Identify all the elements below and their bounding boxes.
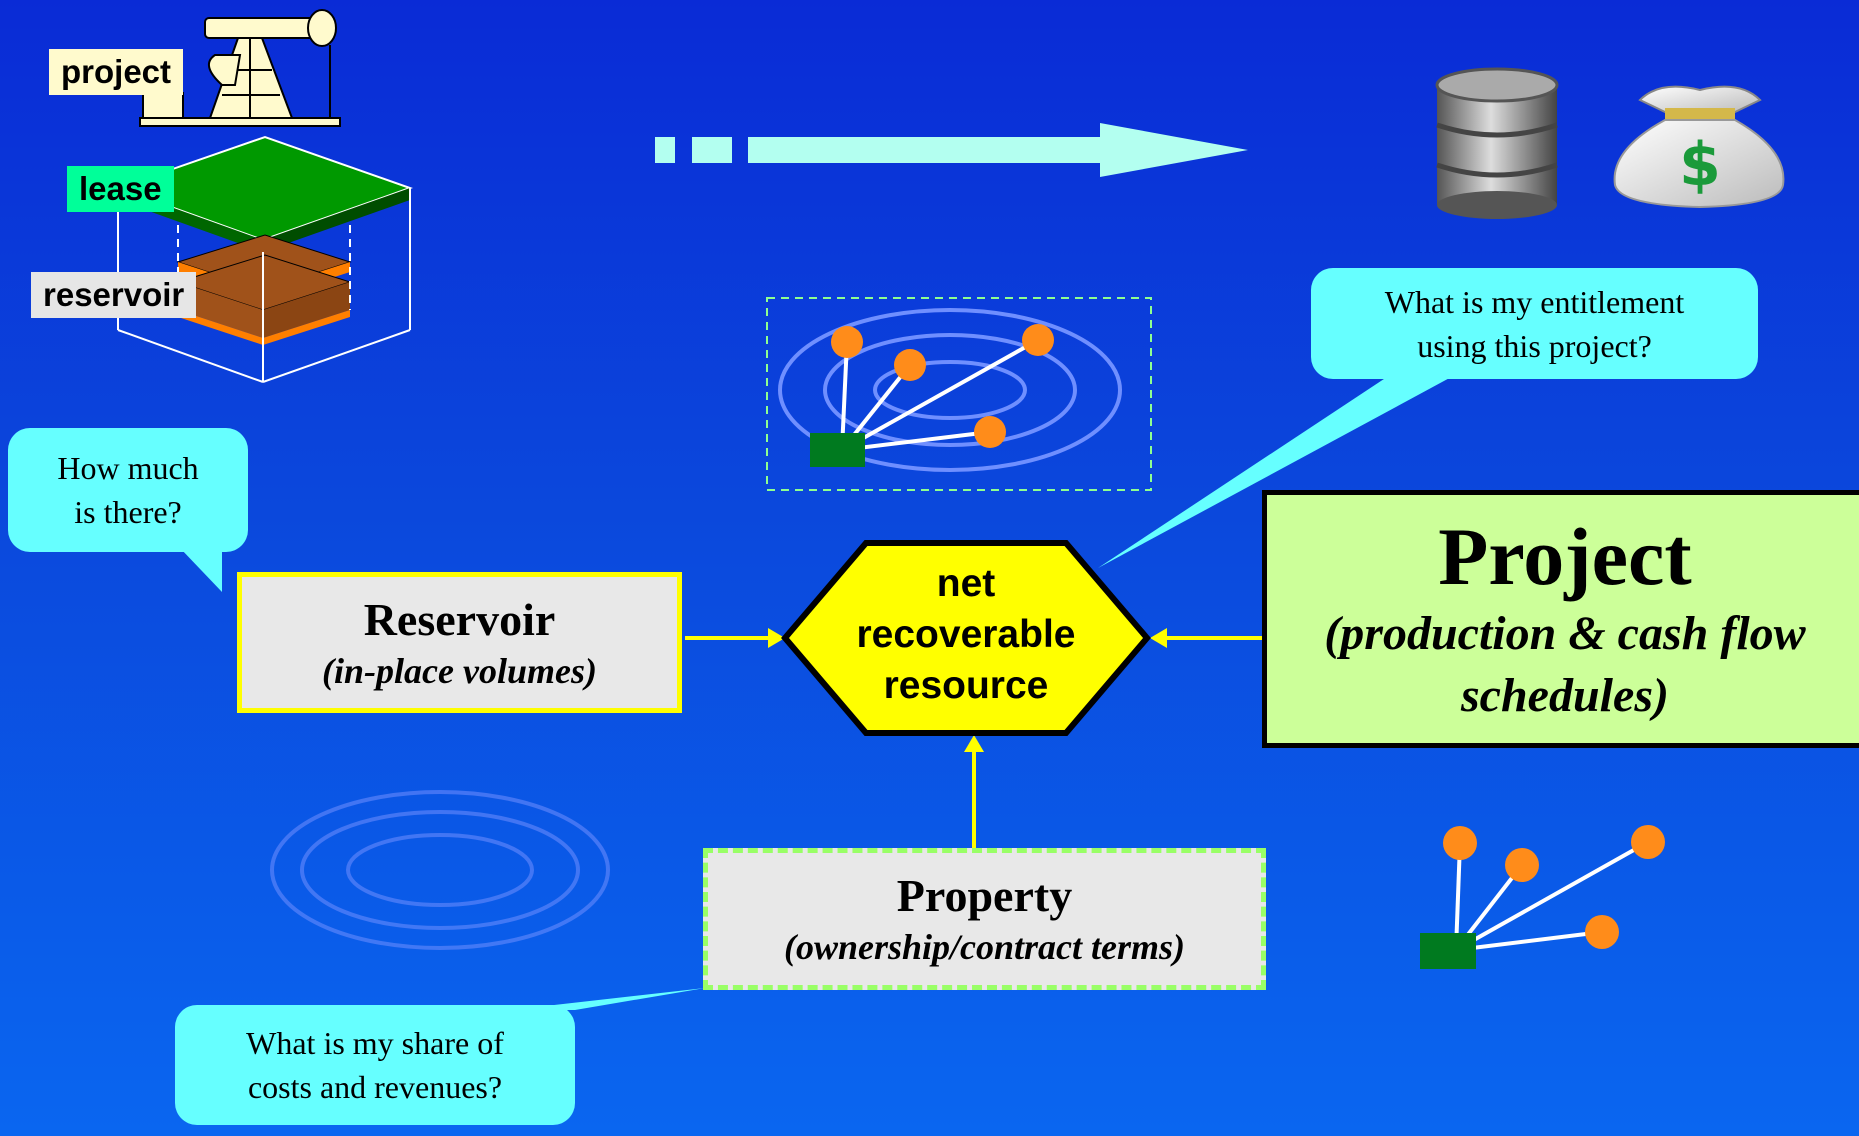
reservoir-box: Reservoir (in-place volumes) bbox=[237, 572, 682, 713]
project-box-subtitle-line1: (production & cash flow bbox=[1324, 607, 1806, 660]
reservoir-map-icon bbox=[766, 297, 1152, 491]
center-hexagon-text: net recoverable resource bbox=[806, 558, 1126, 711]
center-line2: recoverable bbox=[856, 613, 1076, 656]
bubble-share-line1: What is my share of bbox=[246, 1025, 504, 1061]
project-box-title: Project bbox=[1438, 511, 1692, 602]
oil-barrel-icon bbox=[1435, 67, 1559, 219]
bubble-entitlement-line1: What is my entitlement bbox=[1384, 283, 1685, 320]
project-box-subtitle-line2: schedules) bbox=[1461, 669, 1669, 722]
project-tag: project bbox=[49, 49, 184, 95]
center-line1: net bbox=[936, 562, 996, 605]
project-box: Project (production & cash flow schedule… bbox=[1262, 490, 1859, 748]
bubble-how-much: How much is there? bbox=[8, 428, 248, 552]
lease-tag: lease bbox=[67, 166, 174, 212]
wells-icon bbox=[1420, 825, 1665, 969]
reservoir-box-subtitle: (in-place volumes) bbox=[322, 650, 597, 691]
connectors bbox=[685, 628, 1262, 848]
bubble-tail-share bbox=[510, 988, 705, 1010]
contour-rings-icon bbox=[270, 790, 610, 950]
property-box-subtitle: (ownership/contract terms) bbox=[783, 927, 1186, 967]
oil-pump-icon bbox=[139, 9, 341, 127]
property-box: Property (ownership/contract terms) bbox=[703, 848, 1266, 990]
property-box-title: Property bbox=[896, 870, 1073, 921]
reservoir-tag: reservoir bbox=[31, 272, 197, 318]
bubble-entitlement: What is my entitlement using this projec… bbox=[1311, 268, 1758, 379]
bubble-tail-how-much bbox=[180, 548, 222, 592]
timeline-arrow bbox=[655, 123, 1248, 177]
bubble-entitlement-line2: using this project? bbox=[1417, 327, 1652, 364]
dollar-symbol: $ bbox=[1679, 130, 1721, 200]
bubble-share: What is my share of costs and revenues? bbox=[175, 1005, 575, 1125]
reservoir-box-title: Reservoir bbox=[363, 593, 556, 645]
money-bag-icon bbox=[1613, 85, 1785, 209]
bubble-share-line2: costs and revenues? bbox=[247, 1069, 503, 1105]
bubble-how-much-line1: How much bbox=[57, 450, 199, 486]
center-line3: resource bbox=[883, 664, 1049, 707]
bubble-how-much-line2: is there? bbox=[74, 494, 182, 530]
center-hexagon bbox=[781, 540, 1151, 736]
bubble-tail-entitlement bbox=[1098, 375, 1455, 568]
